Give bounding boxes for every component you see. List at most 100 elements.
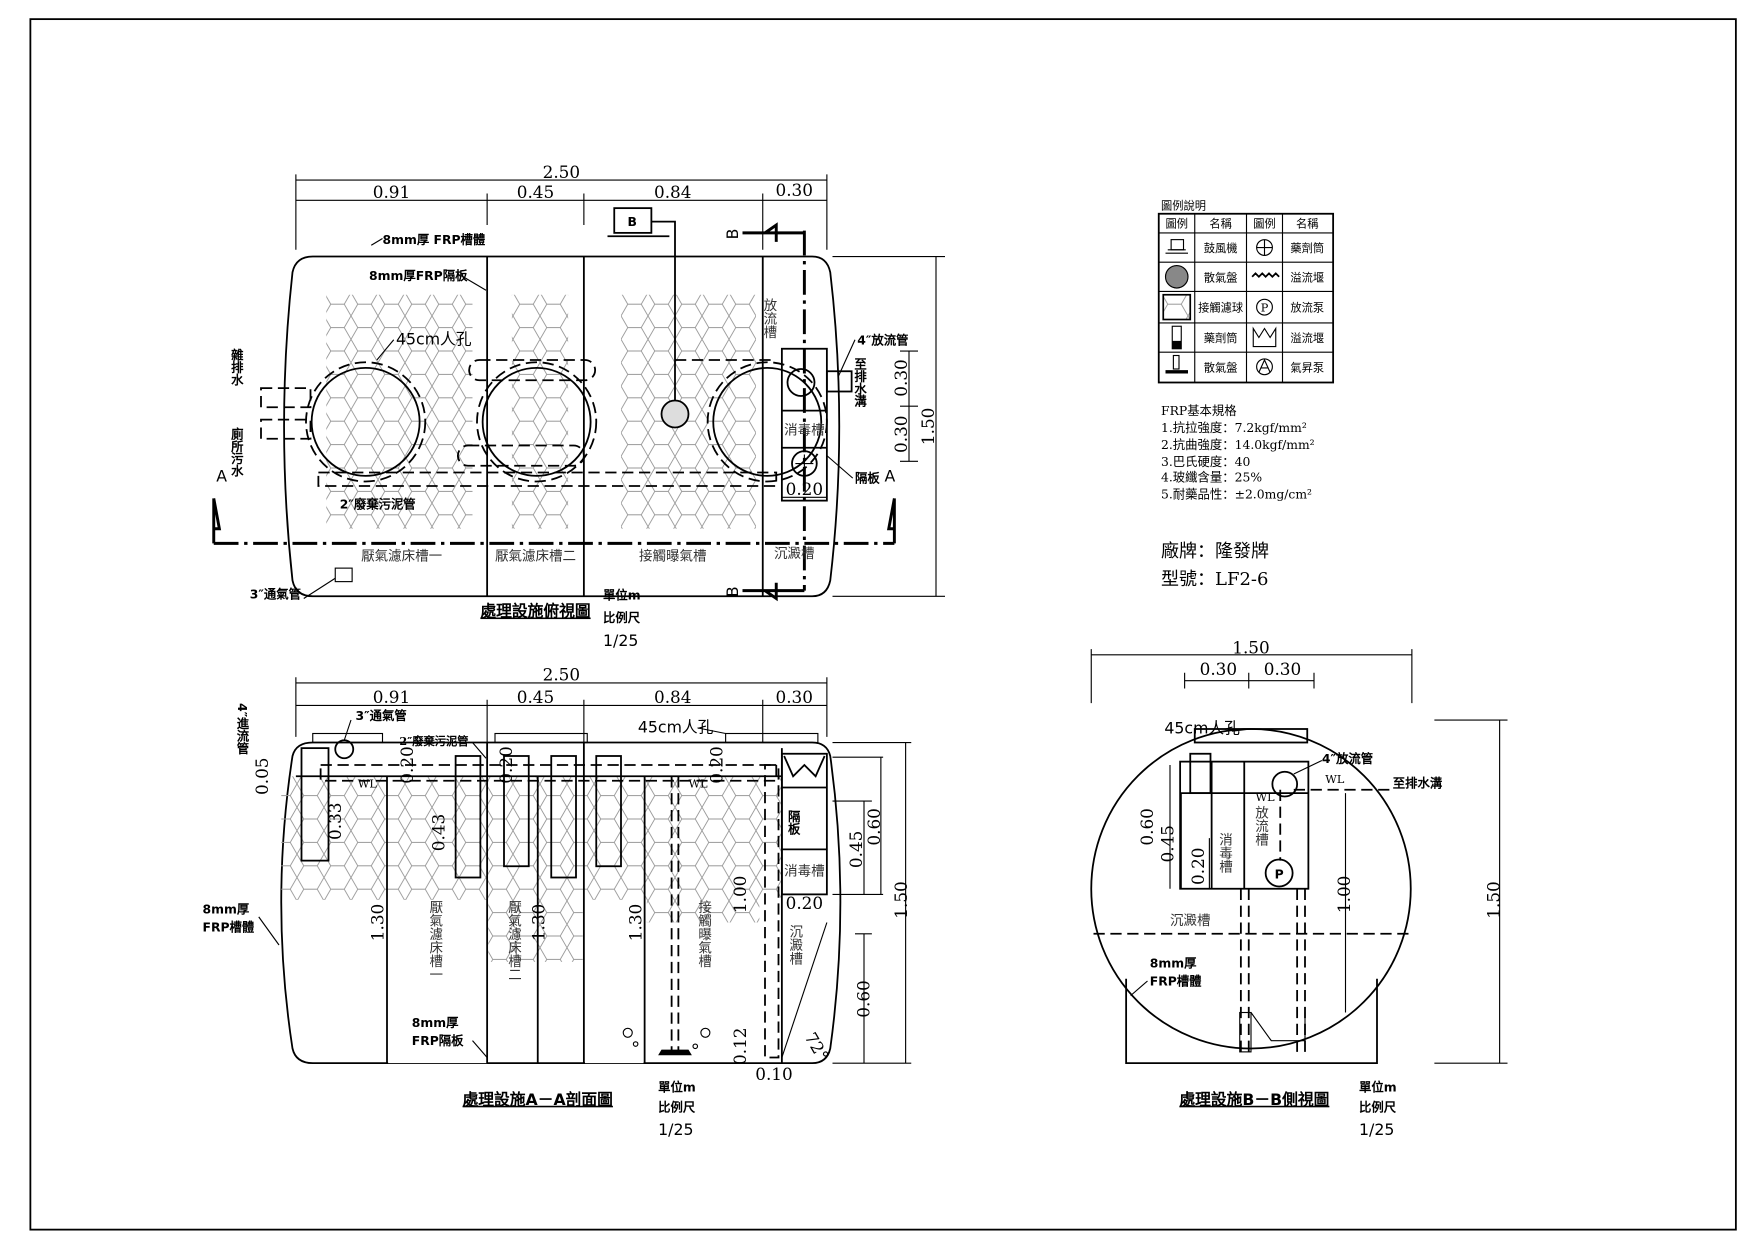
downpipe <box>550 755 577 879</box>
sludge-pipe-label: 2″廢棄污泥管 <box>399 734 468 748</box>
outlet-label: 4″放流管 <box>1322 751 1373 766</box>
section-aa-title: 處理設施A－A剖面圖 <box>463 1090 613 1109</box>
blower-icon: B <box>607 207 670 238</box>
wl-label: WL <box>1325 773 1345 786</box>
vent-pipe <box>334 567 353 583</box>
dim-020: 0.20 <box>706 746 726 784</box>
manhole-circle <box>712 366 823 477</box>
chemical-tube-icon <box>1256 239 1273 256</box>
manhole-plate <box>312 732 384 744</box>
blower-icon <box>1165 239 1188 254</box>
dim-seg: 0.84 <box>654 687 692 707</box>
baffle-label: 隔板 <box>855 471 880 486</box>
diffuser-disc-icon <box>1164 264 1189 289</box>
legend-table: 圖例說明 圖例 名稱 圖例 名稱 P 鼓風機 散氣盤 接觸濾球 藥劑筒 散氣盤 … <box>1157 198 1335 384</box>
dim-seg: 0.84 <box>654 182 692 202</box>
legend-item-label: 藥劑筒 <box>1204 331 1238 345</box>
downpipe <box>454 755 482 879</box>
chemical-cylinder-icon <box>1189 752 1212 795</box>
vent-label: 3″通氣管 <box>250 587 301 602</box>
scale-label: 比例尺 <box>603 610 641 625</box>
outlet-label: 4″放流管 <box>857 332 908 347</box>
wall-label: FRP槽體 <box>203 920 255 935</box>
dim-seg: 0.30 <box>1200 659 1238 679</box>
transfer-pipe <box>456 444 585 467</box>
disinfect-tank-label: 消毒槽 <box>784 422 825 438</box>
partition-label: FRP隔板 <box>412 1033 464 1048</box>
dim-045: 0.45 <box>846 831 866 869</box>
manhole-plate <box>725 732 819 744</box>
legend-item-label: 散氣盤 <box>1204 360 1238 374</box>
plan-tank-body <box>283 255 841 598</box>
scale-value: 1/25 <box>603 631 638 650</box>
diffuser-stand-icon <box>1165 354 1188 374</box>
chamber-label: 接觸曝氣槽 <box>695 899 712 969</box>
sludge-pipe <box>317 471 778 487</box>
tank-saddle <box>1125 978 1378 1065</box>
section-bb-view: 1.50 0.30 0.30 P 0.60 0.45 0.20 1.00 1.5… <box>1090 638 1508 1139</box>
transfer-pipe <box>319 764 778 782</box>
effluent-tank-label: 放流槽 <box>1252 805 1269 847</box>
outlet-pipe <box>825 370 853 393</box>
chamber-label: 厭氣濾床槽一 <box>426 900 443 981</box>
unit-label: 單位m <box>658 1079 696 1094</box>
contact-media-fill <box>281 776 782 900</box>
model-label: 型號：LF2-6 <box>1161 569 1268 590</box>
sheet-border <box>29 18 1737 1231</box>
wall-label: 8mm厚 <box>203 903 250 917</box>
spec-item: 5.耐藥品性：±2.0mg/cm² <box>1161 487 1312 501</box>
section-mark-a: A <box>884 467 895 486</box>
manhole-plate <box>494 732 588 744</box>
plan-dimensions: 2.50 0.91 0.45 0.84 0.30 1.50 0.30 0.30 … <box>295 162 945 597</box>
section-mark-b: B <box>723 229 742 240</box>
chamber-label: 厭氣濾床槽一 <box>361 548 442 564</box>
air-lift-pump-icon <box>1256 358 1273 376</box>
dim-045: 0.45 <box>1157 825 1177 863</box>
manhole-label: 45cm人孔 <box>396 329 472 348</box>
diffuser-stand-icon <box>658 1049 692 1056</box>
dim-total: 1.50 <box>1232 638 1270 658</box>
inlet-label: 4″進流管 <box>235 703 249 755</box>
manhole-circle <box>481 366 592 477</box>
to-ditch-label: 至排水溝 <box>853 358 867 408</box>
air-pipe <box>651 220 676 405</box>
section-mark-b: B <box>723 586 742 597</box>
blower-label: B <box>628 215 637 229</box>
dim-150: 1.50 <box>1484 881 1504 919</box>
spec-item: 1.抗拉強度：7.2kgf/mm² <box>1161 420 1307 435</box>
dim-total: 2.50 <box>543 665 581 685</box>
section-bb-title: 處理設施B－B側視圖 <box>1179 1090 1329 1109</box>
scale-label: 比例尺 <box>1359 1100 1397 1115</box>
dim-033: 0.33 <box>325 802 345 840</box>
dim-angle: 72° <box>801 1029 833 1065</box>
inlet-pipe <box>260 387 312 409</box>
baffle-label: 隔板 <box>786 809 800 835</box>
spec-item: 4.玻纖含量：25% <box>1161 470 1262 485</box>
dim-130: 1.30 <box>529 904 549 942</box>
inlet-label-toilet: 廁所污水 <box>229 426 243 477</box>
scale-label: 比例尺 <box>658 1100 696 1115</box>
wl-label: WL <box>1256 791 1276 804</box>
dim-060: 0.60 <box>864 808 884 846</box>
dim-seg: 0.45 <box>517 687 555 707</box>
scale-value: 1/25 <box>658 1120 693 1139</box>
diffuser-disc <box>660 399 690 429</box>
transfer-pipe <box>468 359 597 382</box>
inlet-pipe <box>260 418 312 440</box>
chamber-label: 厭氣濾床槽二 <box>505 900 522 981</box>
legend-header: 圖例 <box>1165 216 1188 230</box>
downpipe <box>503 755 530 868</box>
downpipe <box>300 747 330 862</box>
chamber-label: 沉澱槽 <box>774 546 815 562</box>
disinfect-box <box>780 752 828 896</box>
spec-item: 2.抗曲強度：14.0kgf/mm² <box>1161 437 1315 452</box>
effluent-riser <box>764 764 780 1059</box>
legend-item-label: 放流泵 <box>1290 301 1324 315</box>
overflow-weir-crown-icon <box>783 755 826 778</box>
contact-media-fill <box>326 294 473 529</box>
plan-view: 2.50 0.91 0.45 0.84 0.30 1.50 0.30 0.30 … <box>212 162 945 650</box>
settling-tank-label: 沉澱槽 <box>1170 913 1211 929</box>
dim-130: 1.30 <box>625 904 645 942</box>
dim-060b: 0.60 <box>854 980 874 1018</box>
dim-060: 0.60 <box>1137 808 1157 846</box>
